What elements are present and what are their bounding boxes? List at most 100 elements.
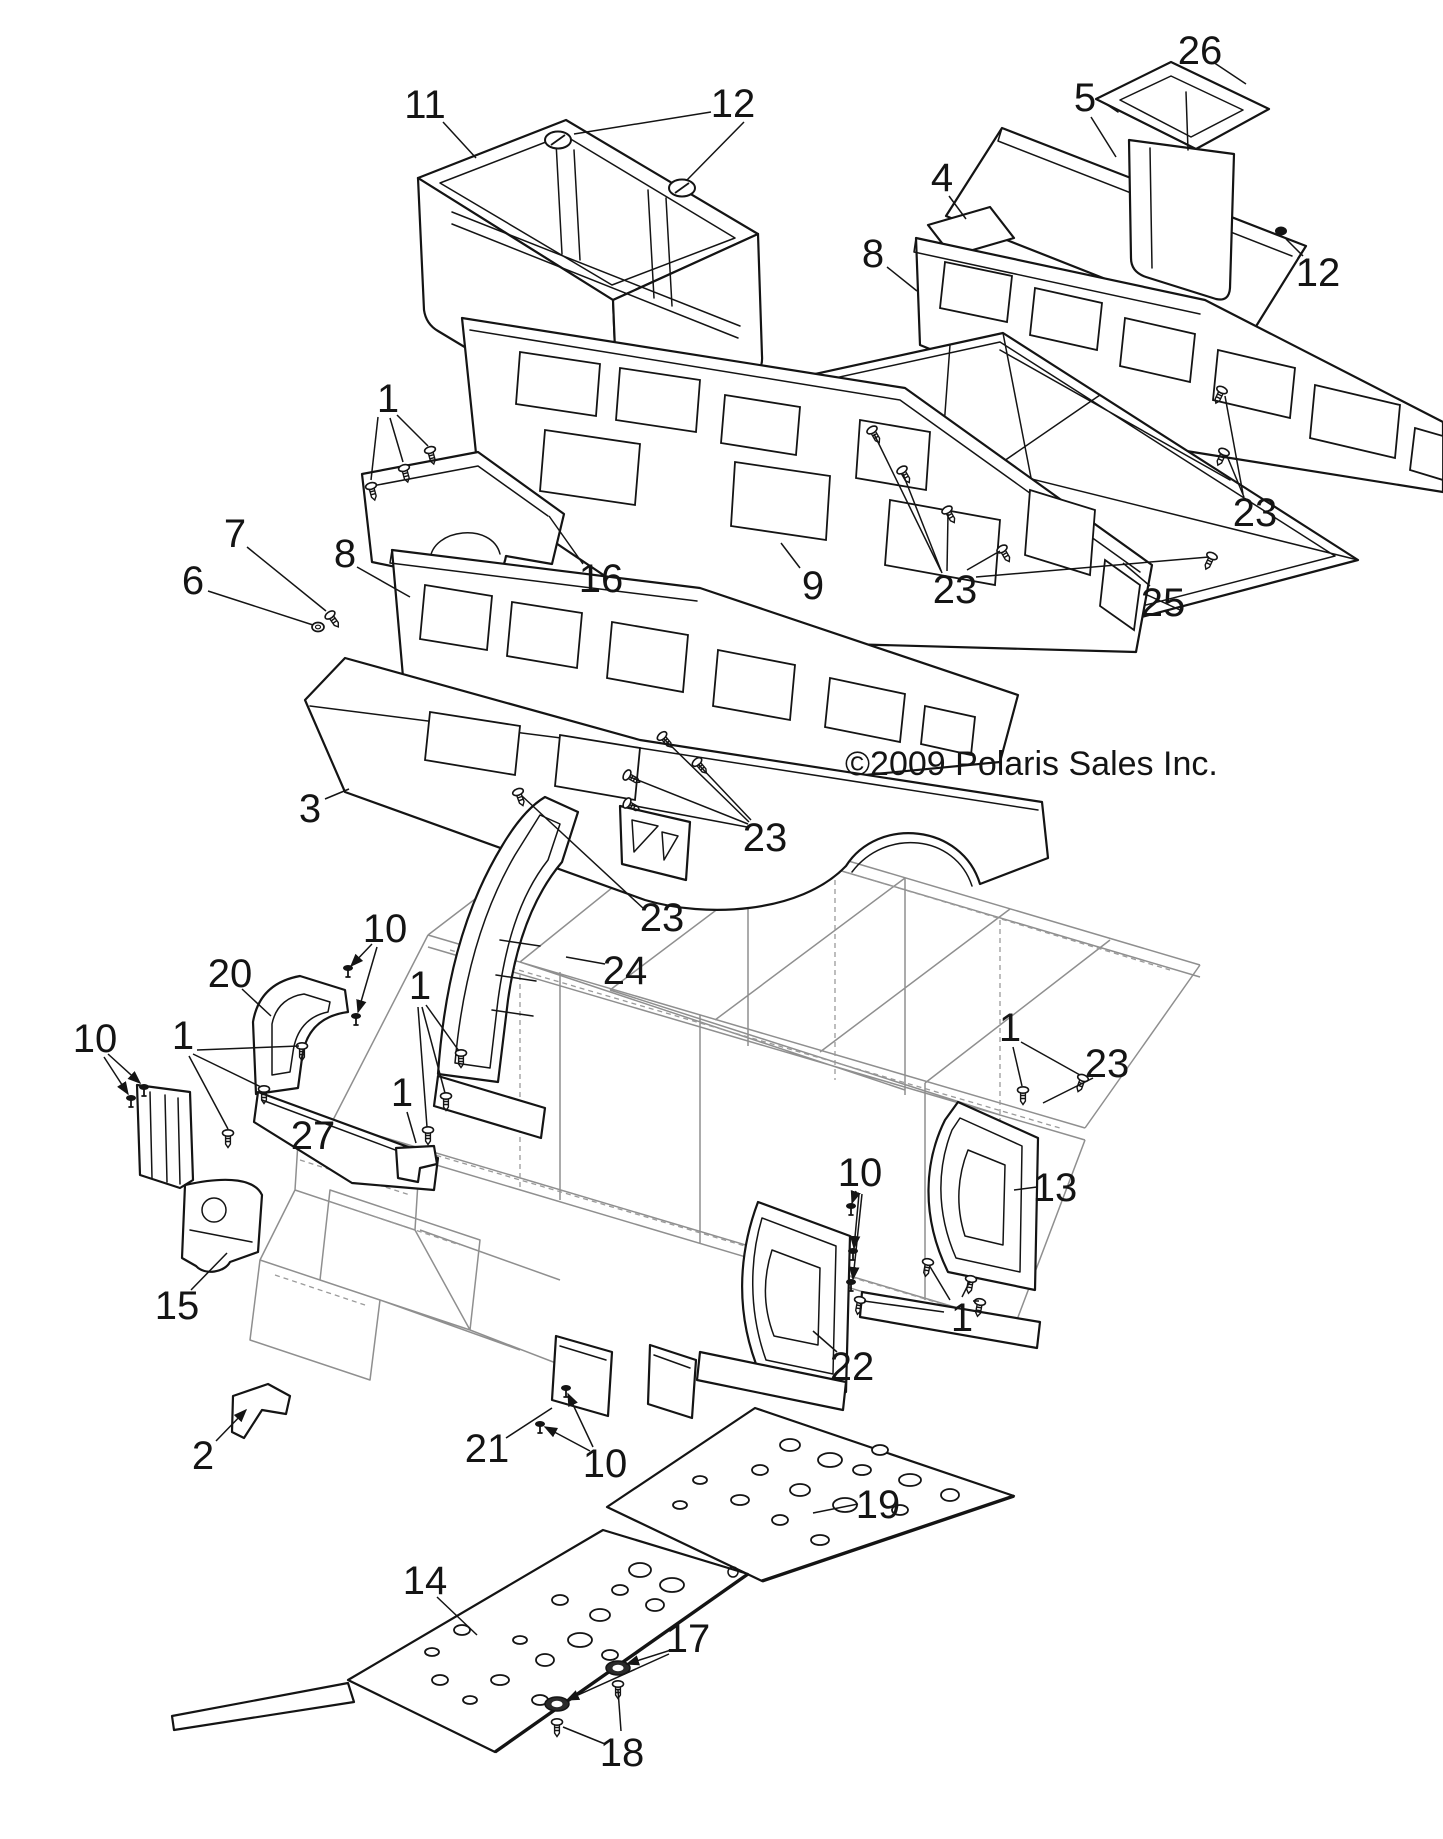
leader-line bbox=[1020, 1041, 1081, 1076]
callout-25-12: 25 bbox=[1141, 581, 1186, 625]
leader-line bbox=[417, 1006, 428, 1128]
callout-6-14: 6 bbox=[182, 559, 204, 603]
washer-glyph bbox=[544, 1696, 570, 1712]
callout-7-13: 7 bbox=[224, 512, 246, 556]
leader-line bbox=[505, 1407, 553, 1439]
leader-line bbox=[1285, 238, 1304, 257]
leader-line bbox=[565, 956, 606, 965]
callout-11-0: 11 bbox=[404, 83, 446, 127]
leader-line bbox=[1212, 61, 1247, 85]
leader-line bbox=[565, 1653, 670, 1701]
copyright-text: ©2009 Polaris Sales Inc. bbox=[845, 745, 1218, 783]
leader-line bbox=[107, 1053, 142, 1085]
leader-line bbox=[886, 266, 918, 292]
callout-4-4: 4 bbox=[931, 156, 953, 200]
callout-21-29: 21 bbox=[465, 1427, 510, 1471]
callout-8-5: 8 bbox=[862, 232, 884, 276]
leader-line bbox=[436, 1596, 478, 1636]
leader-line bbox=[406, 1111, 417, 1144]
callout-1-26: 1 bbox=[391, 1071, 413, 1115]
leader-line bbox=[188, 1055, 229, 1130]
callout-12-6: 12 bbox=[1296, 251, 1341, 295]
callout-1-32: 1 bbox=[951, 1296, 973, 1340]
pillar-panel-mid bbox=[432, 795, 580, 1140]
storage-bin bbox=[1094, 60, 1271, 301]
leader-line bbox=[207, 590, 314, 626]
leader-line bbox=[562, 1726, 606, 1745]
leader-line bbox=[442, 121, 477, 159]
callout-10-19: 10 bbox=[363, 907, 408, 951]
pillar-panel-front bbox=[135, 974, 350, 1190]
plug-glyph bbox=[668, 178, 696, 198]
leader-line bbox=[543, 1426, 591, 1452]
callout-8-15: 8 bbox=[334, 532, 356, 576]
leader-line bbox=[812, 1330, 838, 1353]
leader-line bbox=[573, 111, 712, 135]
leader-line bbox=[948, 195, 967, 220]
leader-line bbox=[629, 776, 749, 825]
callout-20-20: 20 bbox=[208, 952, 253, 996]
leader-line bbox=[663, 738, 750, 823]
callout-12-1: 12 bbox=[711, 82, 756, 126]
callout-1-7: 1 bbox=[377, 377, 399, 421]
callout-13-36: 13 bbox=[1033, 1166, 1078, 1210]
leader-line bbox=[396, 414, 429, 447]
pillar-panel-rear-mid bbox=[695, 1200, 852, 1412]
callout-10-33: 10 bbox=[838, 1151, 883, 1195]
callout-10-23: 10 bbox=[73, 1017, 118, 1061]
leader-line bbox=[1042, 1077, 1094, 1104]
floor-plate-rear bbox=[605, 1406, 1016, 1583]
leader-line bbox=[196, 1045, 300, 1051]
leader-line bbox=[961, 1280, 971, 1298]
leader-line bbox=[946, 513, 949, 572]
callout-1-34: 1 bbox=[999, 1006, 1021, 1050]
callout-1-22: 1 bbox=[172, 1014, 194, 1058]
callout-16-9: 16 bbox=[579, 557, 624, 601]
callout-27-25: 27 bbox=[291, 1114, 336, 1158]
callout-23-8: 23 bbox=[1233, 491, 1278, 535]
leader-line bbox=[356, 946, 378, 1014]
leader-line bbox=[629, 804, 748, 828]
callout-3-16: 3 bbox=[299, 787, 321, 831]
leader-line bbox=[425, 1004, 460, 1052]
callout-18-40: 18 bbox=[600, 1731, 645, 1775]
callout-1-24: 1 bbox=[409, 964, 431, 1008]
leader-line bbox=[567, 1392, 594, 1448]
leader-line bbox=[873, 433, 942, 572]
callout-26-2: 26 bbox=[1178, 29, 1223, 73]
leader-line bbox=[975, 556, 1210, 578]
leader-line bbox=[192, 1053, 262, 1088]
callout-15-27: 15 bbox=[155, 1284, 200, 1328]
leader-line bbox=[215, 1408, 248, 1442]
floor-plate-front bbox=[170, 1528, 750, 1754]
leader-line bbox=[548, 515, 584, 565]
plug-glyph bbox=[544, 130, 572, 150]
leader-line bbox=[1226, 455, 1245, 498]
leader-line bbox=[902, 473, 943, 574]
mount-bracket-small bbox=[230, 1144, 698, 1440]
leader-line bbox=[1090, 116, 1117, 158]
mud-guard bbox=[180, 1178, 264, 1273]
callout-22-31: 22 bbox=[830, 1345, 875, 1389]
leader-line bbox=[849, 1193, 863, 1281]
leader-line bbox=[349, 943, 373, 968]
leader-line bbox=[1122, 562, 1151, 587]
callout-5-3: 5 bbox=[1074, 76, 1096, 120]
leader-line bbox=[617, 1689, 622, 1732]
callout-24-21: 24 bbox=[603, 949, 648, 993]
leader-line bbox=[521, 795, 645, 910]
rear-panel-upper bbox=[913, 236, 1443, 494]
leader-line bbox=[103, 1056, 129, 1096]
leader-line bbox=[324, 788, 350, 800]
leader-line bbox=[625, 1649, 672, 1666]
leader-line bbox=[928, 1264, 951, 1301]
callout-9-10: 9 bbox=[802, 564, 824, 608]
callout-19-39: 19 bbox=[856, 1483, 901, 1527]
leader-line bbox=[863, 1300, 945, 1313]
leader-line bbox=[246, 546, 327, 612]
callout-23-11: 23 bbox=[933, 568, 978, 612]
leader-line bbox=[966, 550, 1001, 571]
leader-line bbox=[850, 1189, 861, 1205]
callout-23-35: 23 bbox=[1085, 1042, 1130, 1086]
